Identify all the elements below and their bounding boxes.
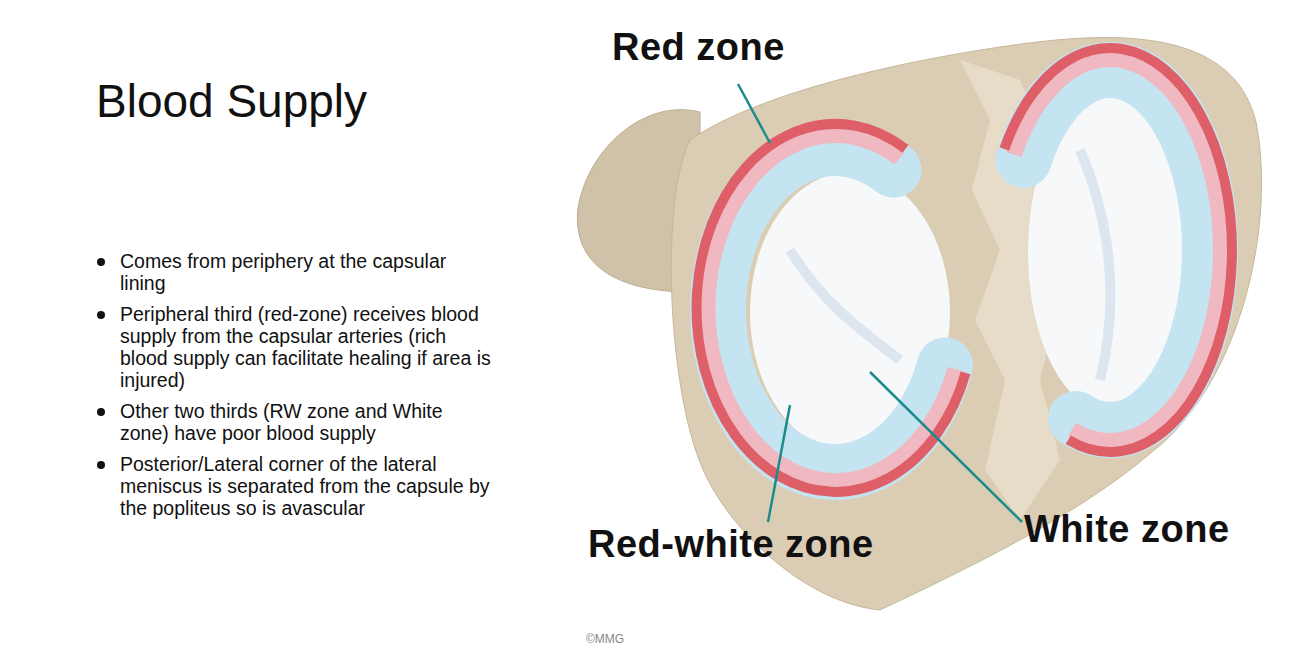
bullet-item: Other two thirds (RW zone and White zone…	[97, 400, 492, 444]
meniscus-red-white-zone	[708, 135, 956, 481]
slide-title: Blood Supply	[96, 74, 367, 128]
surface-shade	[790, 250, 900, 360]
meniscus-white-zone	[718, 148, 945, 472]
bullet-item: Posterior/Lateral corner of the lateral …	[97, 453, 492, 519]
meniscus-red-zone	[697, 124, 966, 492]
zone-label: White zone	[1024, 508, 1230, 551]
bullet-dot	[97, 258, 105, 266]
leader-line	[768, 405, 790, 522]
zone-label: Red-white zone	[588, 523, 874, 566]
bullet-text: Peripheral third (red-zone) receives blo…	[120, 303, 491, 391]
bullet-dot	[97, 311, 105, 319]
leader-line	[870, 372, 1022, 522]
bullet-text: Comes from periphery at the capsular lin…	[120, 250, 446, 294]
bullet-text: Posterior/Lateral corner of the lateral …	[120, 453, 490, 519]
meniscus-red-zone	[1004, 48, 1232, 452]
bullet-dot	[97, 408, 105, 416]
surface-shade	[1080, 150, 1110, 380]
meniscus-red-white-zone	[1014, 59, 1221, 441]
bullet-text: Other two thirds (RW zone and White zone…	[120, 400, 443, 444]
bullet-item: Peripheral third (red-zone) receives blo…	[97, 303, 492, 391]
meniscus-white-zone	[1023, 70, 1210, 430]
leader-line	[738, 84, 770, 143]
zone-label: Red zone	[612, 26, 785, 69]
bullet-item: Comes from periphery at the capsular lin…	[97, 250, 492, 294]
bullet-dot	[97, 461, 105, 469]
watermark: ©MMG	[586, 632, 624, 646]
